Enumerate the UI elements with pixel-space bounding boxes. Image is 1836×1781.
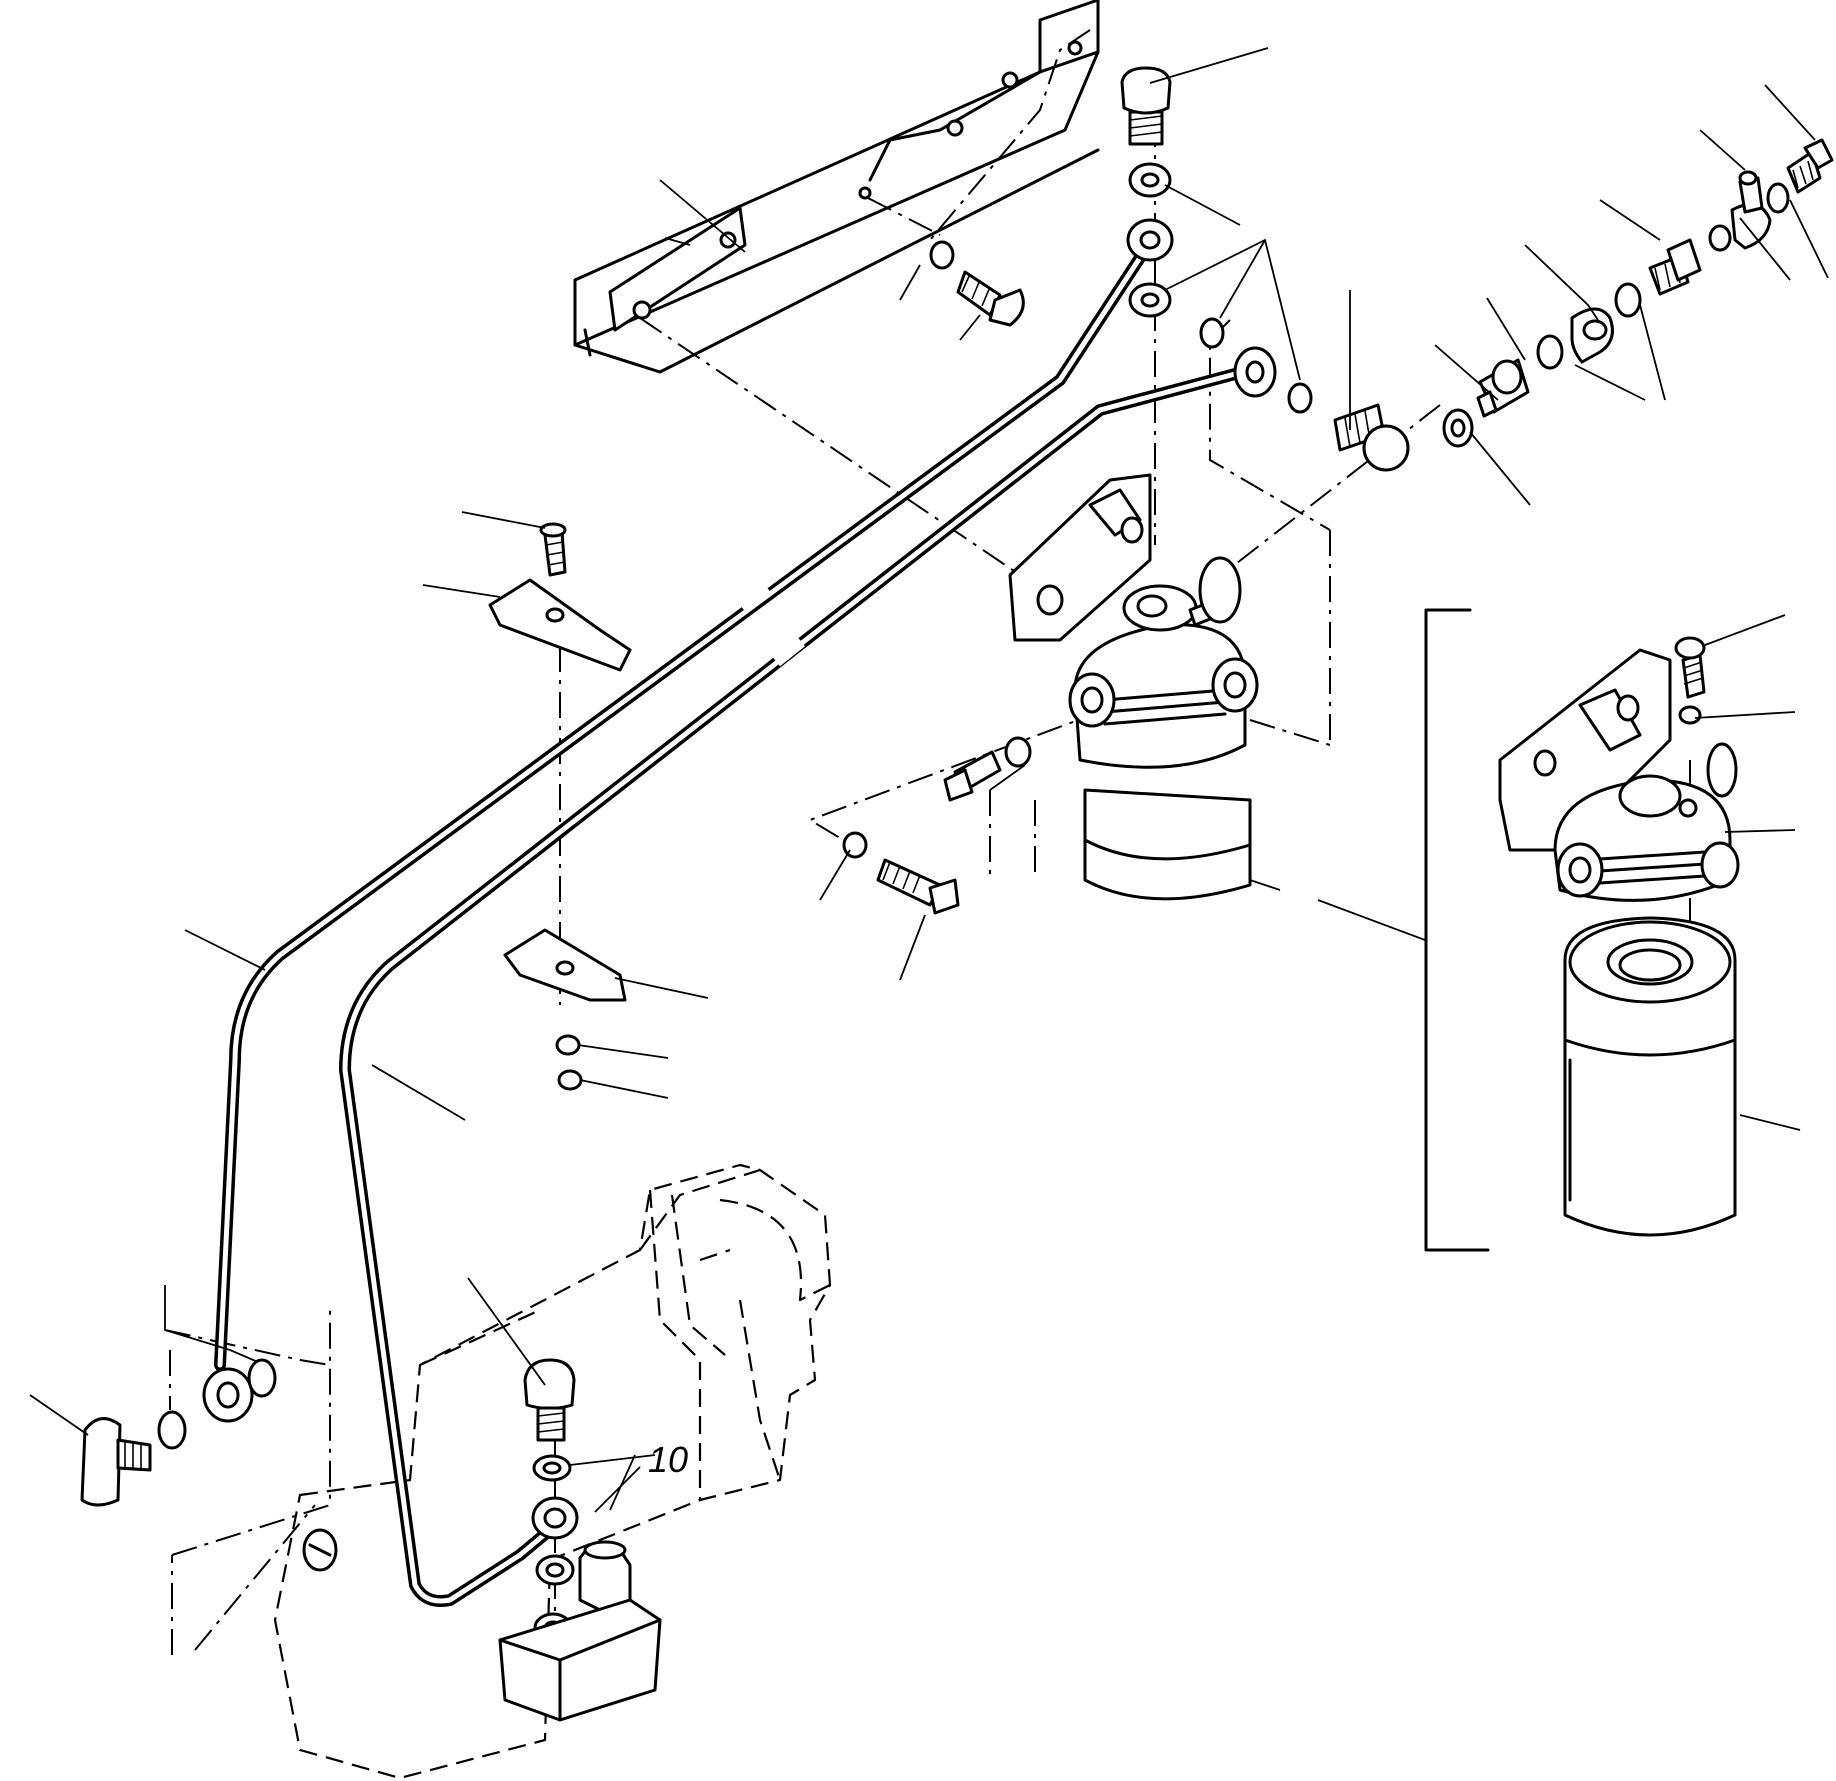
banjo-bolt-bottom [302, 1358, 662, 1722]
pipe-clip-upper [488, 522, 632, 672]
alternative-filter-assembly [1424, 608, 1740, 1252]
banjo-bolt-side [1333, 403, 1410, 472]
right-fitting-chain [1442, 138, 1834, 448]
leader-lines [29, 47, 1829, 1513]
mounting-bracket [573, 0, 1100, 374]
callout-number-10: 10 [648, 1439, 688, 1480]
engine-outline [273, 1163, 832, 1780]
pipe-clip-lower [503, 928, 627, 1091]
filter-side-bolts [842, 736, 1032, 915]
bracket-bolt [929, 240, 1025, 327]
banjo-bolt-top [1120, 66, 1172, 146]
banjo-fittings-upper [1126, 162, 1313, 414]
fuel-filter-assembly [1008, 473, 1259, 901]
banjo-bolt-lower-left [80, 1358, 277, 1507]
fuel-pipes [214, 244, 1256, 1607]
